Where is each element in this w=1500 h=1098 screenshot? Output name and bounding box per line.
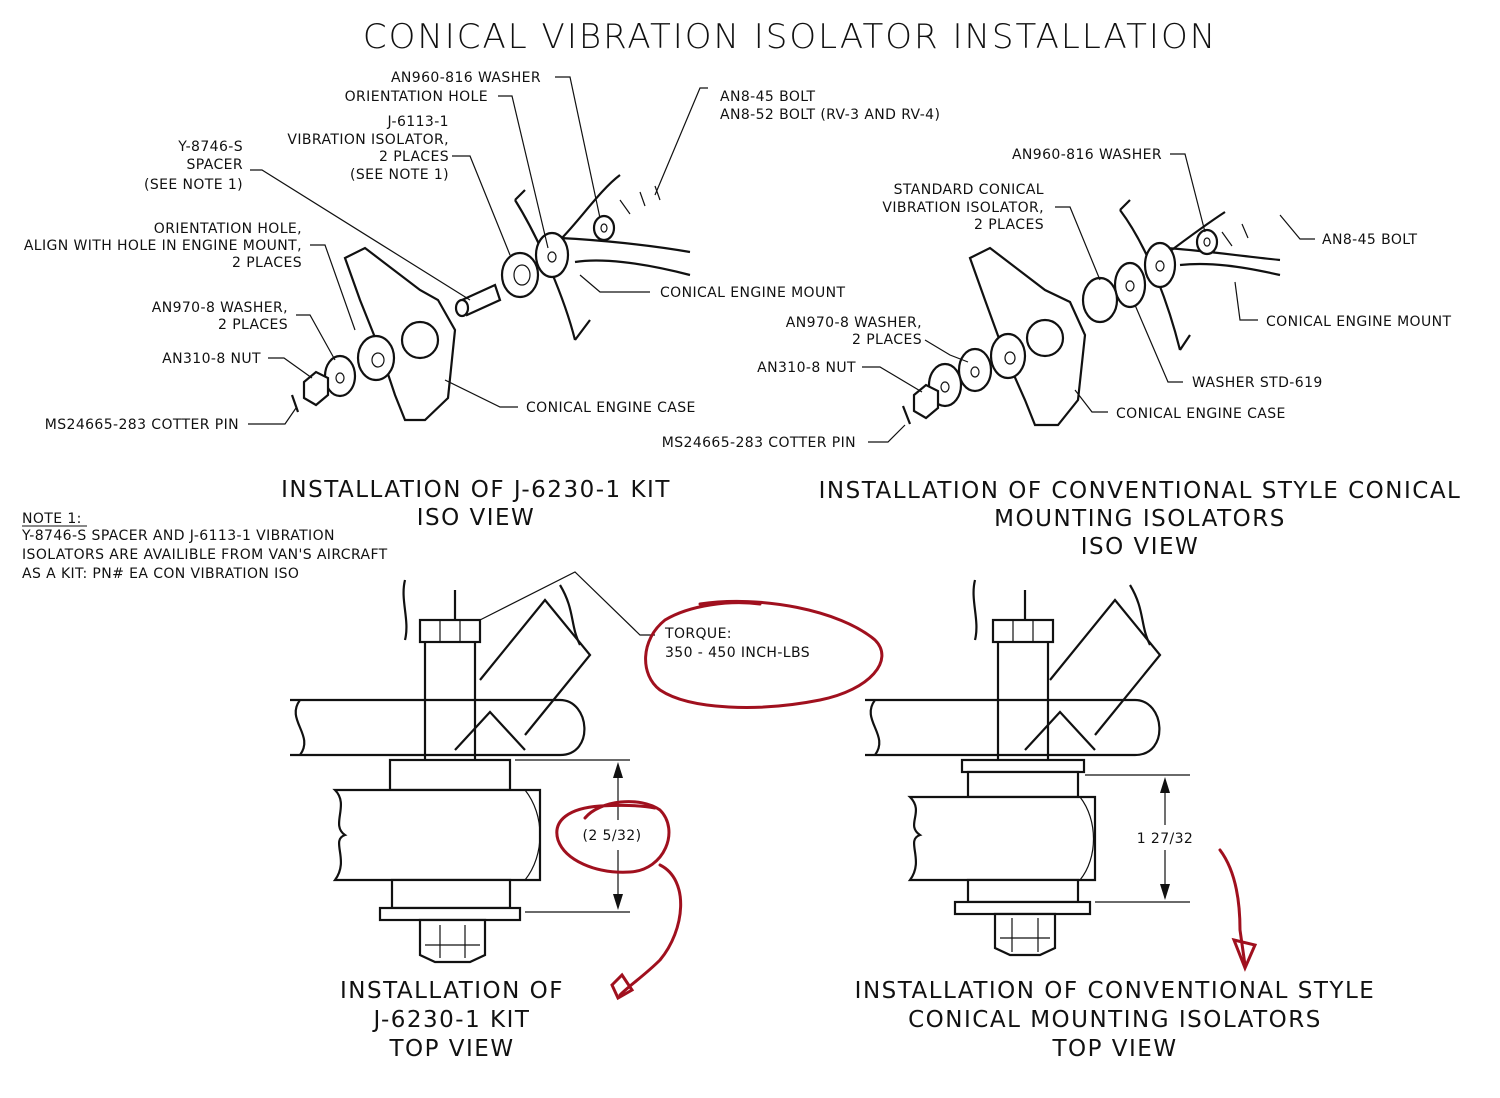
label-isolator-4: (SEE NOTE 1) [350, 167, 449, 183]
label-washer-top: AN960-816 WASHER [391, 70, 541, 86]
left-arrow-stroke [618, 863, 683, 997]
left-top-caption-1: INSTALLATION OF [340, 978, 564, 1004]
torque-line-2: 350 - 450 INCH-LBS [665, 645, 810, 661]
label-orient-3: 2 PLACES [232, 255, 302, 271]
label-r-std-1: STANDARD CONICAL [894, 182, 1044, 198]
right-iso-leaders [862, 153, 1315, 443]
note-heading: NOTE 1: [22, 511, 82, 527]
left-iso-caption-2: ISO VIEW [417, 505, 536, 531]
torque-leader [479, 571, 655, 636]
dimension-circle [555, 800, 671, 874]
label-r-std-2: VIBRATION ISOLATOR, [882, 200, 1044, 216]
note-line-2: ISOLATORS ARE AVAILIBLE FROM VAN'S AIRCR… [22, 547, 388, 563]
note-line-1: Y-8746-S SPACER AND J-6113-1 VIBRATION [21, 528, 335, 544]
label-bolt-1: AN8-45 BOLT [720, 89, 816, 105]
label-bolt-2: AN8-52 BOLT (RV-3 AND RV-4) [720, 107, 940, 123]
note-block: NOTE 1: Y-8746-S SPACER AND J-6113-1 VIB… [21, 511, 388, 582]
torque-line-1: TORQUE: [664, 626, 732, 642]
right-top-caption-2: CONICAL MOUNTING ISOLATORS [908, 1007, 1322, 1033]
label-spacer-2: SPACER [186, 157, 243, 173]
left-iso-labels: AN960-816 WASHER ORIENTATION HOLE AN8-45… [24, 70, 940, 433]
left-iso-drawing [290, 174, 691, 422]
label-isolator-3: 2 PLACES [379, 149, 449, 165]
label-r-bolt: AN8-45 BOLT [1322, 232, 1418, 248]
left-top-drawing [290, 579, 592, 964]
right-iso-caption-2: MOUNTING ISOLATORS [994, 506, 1286, 532]
left-iso-leaders [248, 76, 708, 425]
label-r-nut: AN310-8 NUT [757, 360, 856, 376]
label-engine-case: CONICAL ENGINE CASE [526, 400, 696, 416]
main-title: CONICAL VIBRATION ISOLATOR INSTALLATION [363, 17, 1217, 57]
left-iso-caption-1: INSTALLATION OF J-6230-1 KIT [281, 477, 671, 503]
label-r-washer-1: AN970-8 WASHER, [786, 315, 922, 331]
label-washer-2: 2 PLACES [218, 317, 288, 333]
right-top-drawing [865, 579, 1162, 957]
left-top-caption-2: J-6230-1 KIT [372, 1007, 531, 1033]
label-washer-1: AN970-8 WASHER, [152, 300, 288, 316]
right-top-caption-1: INSTALLATION OF CONVENTIONAL STYLE [855, 978, 1376, 1004]
right-dimension: 1 27/32 [1085, 774, 1194, 903]
right-iso-labels: AN960-816 WASHER STANDARD CONICAL VIBRAT… [662, 147, 1451, 451]
left-dimension: (2 5/32) [515, 759, 642, 913]
label-orient-2: ALIGN WITH HOLE IN ENGINE MOUNT, [24, 238, 302, 254]
label-r-engine-mount: CONICAL ENGINE MOUNT [1266, 314, 1451, 330]
label-orient-1: ORIENTATION HOLE, [154, 221, 302, 237]
note-line-3: AS A KIT: PN# EA CON VIBRATION ISO [22, 566, 299, 582]
label-cotter-pin: MS24665-283 COTTER PIN [45, 417, 239, 433]
label-r-std-3: 2 PLACES [974, 217, 1044, 233]
label-r-engine-case: CONICAL ENGINE CASE [1116, 406, 1286, 422]
right-top-caption-3: TOP VIEW [1051, 1036, 1177, 1062]
right-dimension-text: 1 27/32 [1137, 831, 1194, 847]
label-isolator-2: VIBRATION ISOLATOR, [287, 132, 449, 148]
label-orientation-hole: ORIENTATION HOLE [345, 89, 488, 105]
red-markup [555, 599, 1258, 1001]
label-r-cotter-pin: MS24665-283 COTTER PIN [662, 435, 856, 451]
label-spacer-1: Y-8746-S [177, 139, 243, 155]
label-nut: AN310-8 NUT [162, 351, 261, 367]
right-arrow-head [1231, 937, 1258, 972]
label-r-washer-top: AN960-816 WASHER [1012, 147, 1162, 163]
right-iso-drawing [901, 199, 1281, 427]
label-spacer-3: (SEE NOTE 1) [144, 177, 243, 193]
left-dimension-text: (2 5/32) [583, 828, 642, 844]
label-r-washer-2: 2 PLACES [852, 332, 922, 348]
left-top-caption-3: TOP VIEW [388, 1036, 514, 1062]
right-iso-caption-3: ISO VIEW [1081, 534, 1200, 560]
right-arrow-stroke [1218, 848, 1247, 967]
label-isolator-1: J-6113-1 [387, 114, 449, 130]
right-iso-caption-1: INSTALLATION OF CONVENTIONAL STYLE CONIC… [819, 478, 1462, 504]
left-arrow-head [610, 972, 635, 1001]
torque-circle [644, 599, 884, 709]
label-engine-mount: CONICAL ENGINE MOUNT [660, 285, 845, 301]
label-r-washer-std: WASHER STD-619 [1192, 375, 1323, 391]
